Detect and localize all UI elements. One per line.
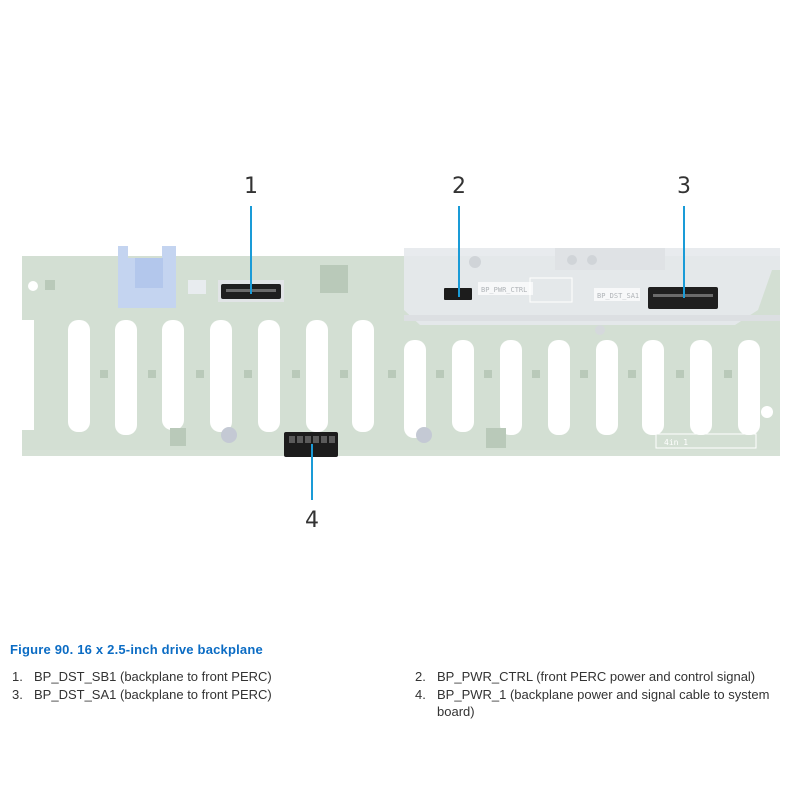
callout-number-2: 2 xyxy=(452,174,466,199)
callout-lines xyxy=(250,206,685,500)
callout-number-1: 1 xyxy=(244,174,258,199)
legend-number: 4. xyxy=(415,687,426,702)
legend-item-4: 4. BP_PWR_1 (backplane power and signal … xyxy=(415,686,800,722)
legend-number: 3. xyxy=(12,687,23,702)
svg-text:BP_PWR_CTRL: BP_PWR_CTRL xyxy=(481,286,527,294)
svg-text:BP_DST_SA1: BP_DST_SA1 xyxy=(597,292,639,300)
svg-text:4in 1: 4in 1 xyxy=(664,438,688,447)
legend-text: BP_DST_SA1 (backplane to front PERC) xyxy=(34,687,272,702)
figure-caption: Figure 90. 16 x 2.5-inch drive backplane xyxy=(10,642,263,657)
legend-text: BP_DST_SB1 (backplane to front PERC) xyxy=(34,669,272,684)
backplane-figure: 4in 1 BP_PWR_CTRL BP_DST_SA1 xyxy=(0,170,800,540)
backplane-illustration: 4in 1 BP_PWR_CTRL BP_DST_SA1 xyxy=(22,206,780,500)
legend-text-line1: BP_PWR_1 (backplane power and signal cab… xyxy=(437,687,770,702)
legend-number: 2. xyxy=(415,669,426,684)
legend-text: BP_PWR_CTRL (front PERC power and contro… xyxy=(437,669,756,684)
legend-text-line2: board) xyxy=(437,704,475,719)
callout-number-4: 4 xyxy=(305,508,319,533)
callout-number-3: 3 xyxy=(677,174,691,199)
legend-number: 1. xyxy=(12,669,23,684)
